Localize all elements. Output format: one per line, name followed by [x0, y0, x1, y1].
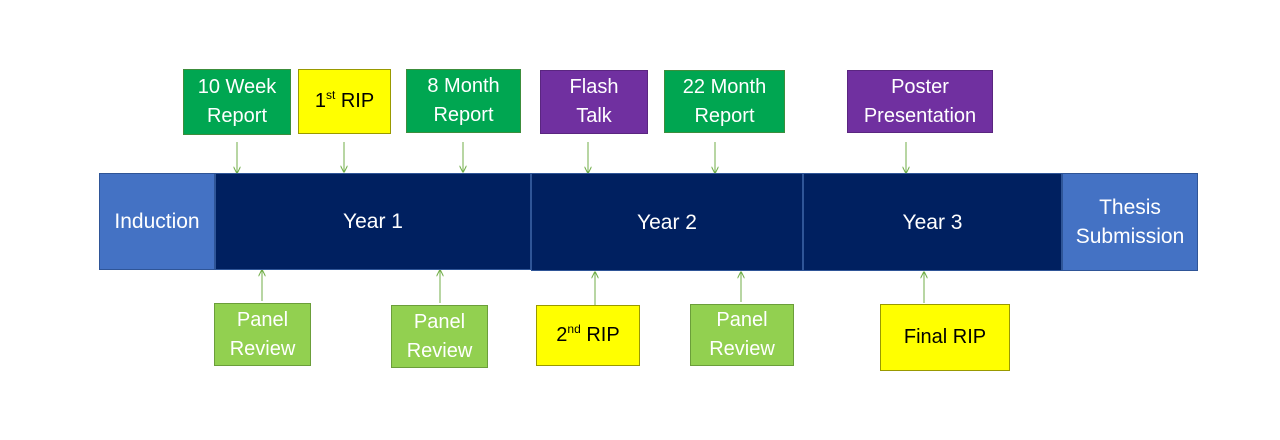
- eight-month-report-box: 8 Month Report: [406, 69, 521, 133]
- ten-week-report-box: 10 Week Report: [183, 69, 291, 135]
- flash-talk-box: Flash Talk: [540, 70, 648, 134]
- second-rip-box: 2nd RIP: [536, 305, 640, 366]
- second-rip-label: 2nd RIP: [556, 322, 620, 346]
- year2-segment: Year 2: [531, 173, 803, 271]
- first-rip-label: 1st RIP: [314, 88, 375, 112]
- final-rip-box: Final RIP: [880, 304, 1010, 371]
- panel-review-3-box: Panel Review: [690, 304, 794, 366]
- induction-segment: Induction: [99, 173, 215, 270]
- thesis-submission-segment: Thesis Submission: [1062, 173, 1198, 271]
- panel-review-1-box: Panel Review: [214, 303, 311, 366]
- first-rip-box: 1st RIP: [298, 69, 391, 134]
- year1-segment: Year 1: [215, 173, 531, 270]
- panel-review-2-box: Panel Review: [391, 305, 488, 368]
- twentytwo-month-report-box: 22 Month Report: [664, 70, 785, 133]
- year3-segment: Year 3: [803, 173, 1062, 271]
- poster-presentation-box: Poster Presentation: [847, 70, 993, 133]
